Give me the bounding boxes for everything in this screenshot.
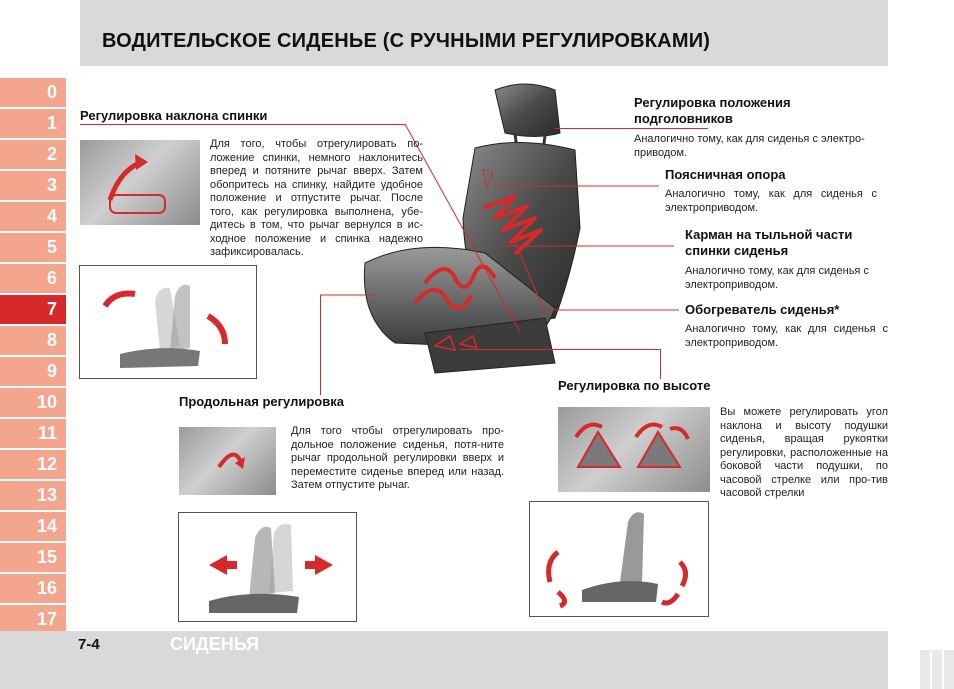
tab-chapter-13[interactable]: 13 <box>0 481 66 510</box>
recline-diagram <box>79 265 257 379</box>
page-title: ВОДИТЕЛЬСКОЕ СИДЕНЬЕ (С РУЧНЫМИ РЕГУЛИРО… <box>102 30 711 52</box>
tab-chapter-16[interactable]: 16 <box>0 574 66 603</box>
height-diagram <box>529 501 709 617</box>
heater-element-back <box>482 194 543 256</box>
slide-diagram <box>178 512 357 622</box>
leader-recline-diag <box>404 123 521 333</box>
headrest-heading-2: подголовников <box>634 111 733 126</box>
arrow-back-icon <box>102 290 136 308</box>
arrow-forward-icon <box>206 313 228 345</box>
recline-heading: Регулировка наклона спинки <box>80 108 268 123</box>
leader-recline <box>80 124 405 125</box>
seat-illustration <box>363 83 581 374</box>
rotate-cw-icon <box>678 560 688 588</box>
page-number: 7-4 <box>78 636 100 653</box>
heater-text: Аналогично тому, как для сиденья с элект… <box>685 323 888 349</box>
recline-text: Для того, чтобы отрегулировать по-ложени… <box>210 138 423 258</box>
tab-chapter-5[interactable]: 5 <box>0 233 66 262</box>
arrow-right-icon <box>305 555 333 575</box>
section-name: СИДЕНЬЯ <box>170 634 259 654</box>
rotate-arrow-icon <box>634 422 663 439</box>
heater-heading: Обогреватель сиденья* <box>685 302 840 317</box>
footer-bar <box>0 631 888 689</box>
rotate-arrow-icon <box>669 426 690 440</box>
header-bar <box>80 0 888 66</box>
lumbar-heading: Поясничная опора <box>665 167 786 182</box>
tab-chapter-3[interactable]: 3 <box>0 171 66 200</box>
leader-slide-vertical <box>320 295 321 395</box>
height-text: Вы можете регулировать угол наклона и вы… <box>720 406 888 499</box>
headrest-heading-1: Регулировка положения <box>634 95 791 110</box>
tab-chapter-10[interactable]: 10 <box>0 388 66 417</box>
leader-headrest <box>632 128 708 129</box>
tab-chapter-8[interactable]: 8 <box>0 326 66 355</box>
tab-chapter-14[interactable]: 14 <box>0 512 66 541</box>
tab-chapter-15[interactable]: 15 <box>0 543 66 572</box>
tab-chapter-2[interactable]: 2 <box>0 140 66 169</box>
tab-chapter-4[interactable]: 4 <box>0 202 66 231</box>
curved-arrow-icon <box>107 154 166 214</box>
slide-lever-photo <box>179 427 276 495</box>
tab-chapter-12[interactable]: 12 <box>0 450 66 479</box>
slide-text: Для того чтобы отрегулировать про-дольно… <box>291 425 504 491</box>
pocket-heading-1: Карман на тыльной части <box>685 227 853 242</box>
recline-lever-photo <box>80 140 200 225</box>
leader-right-group <box>494 185 679 311</box>
pocket-heading-2: спинки сиденья <box>685 243 789 258</box>
lumbar-text: Аналогично тому, как для сиденья с элект… <box>665 188 877 214</box>
tab-chapter-0[interactable]: 0 <box>0 78 66 107</box>
corner-decoration <box>920 650 954 689</box>
tab-chapter-11[interactable]: 11 <box>0 419 66 448</box>
tab-chapter-17[interactable]: 17 <box>0 605 66 634</box>
headrest-text: Аналогично тому, как для сиденья с элект… <box>634 133 865 159</box>
tab-chapter-9[interactable]: 9 <box>0 357 66 386</box>
rotate-arrow-icon <box>574 422 603 439</box>
arrow-left-icon <box>209 555 237 575</box>
pocket-text: Аналогично тому, как для сиденья с элект… <box>685 265 869 291</box>
leader-height <box>460 349 660 350</box>
tab-chapter-1[interactable]: 1 <box>0 109 66 138</box>
height-heading: Регулировка по высоте <box>558 378 711 393</box>
rotate-ccw-icon <box>546 550 560 583</box>
leader-slide <box>320 294 375 296</box>
height-knobs-photo <box>558 407 710 492</box>
slide-heading: Продольная регулировка <box>179 394 344 409</box>
tab-chapter-7[interactable]: 7 <box>0 295 66 324</box>
tab-chapter-6[interactable]: 6 <box>0 264 66 293</box>
